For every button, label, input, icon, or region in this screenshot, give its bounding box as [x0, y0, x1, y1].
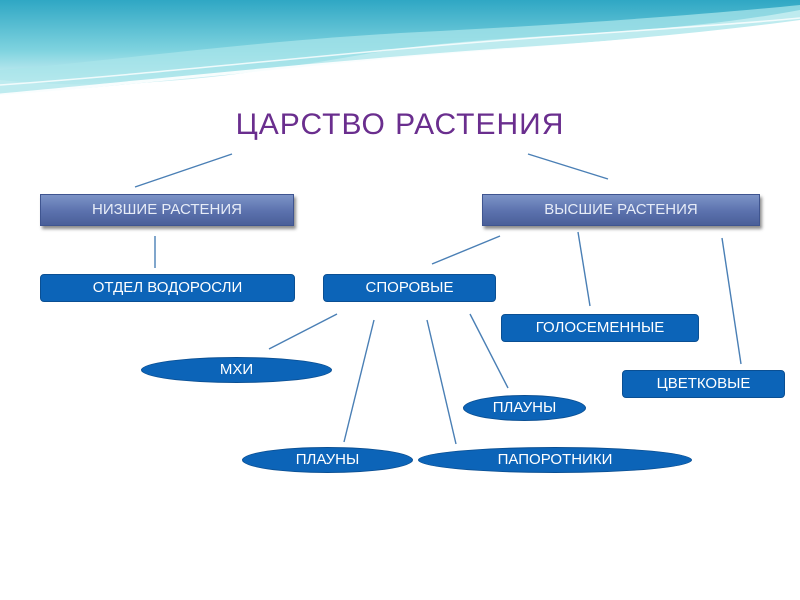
header-wave-decoration — [0, 0, 800, 97]
connector-spore-ferns — [426, 319, 457, 445]
connector-higher-flowering — [721, 237, 742, 365]
node-gymnosperms: ГОЛОСЕМЕННЫЕ — [501, 314, 699, 342]
node-lower-plants: НИЗШИЕ РАСТЕНИЯ — [40, 194, 294, 226]
node-lycopods-right: ПЛАУНЫ — [463, 395, 586, 421]
diagram-title: ЦАРСТВО РАСТЕНИЯ — [235, 108, 565, 141]
node-flowering: ЦВЕТКОВЫЕ — [622, 370, 785, 398]
connector-title-lower — [134, 153, 233, 188]
connector-higher-spore — [431, 235, 501, 265]
connector-spore-mosses — [268, 313, 338, 350]
node-spore-plants: СПОРОВЫЕ — [323, 274, 496, 302]
connector-higher-gymnosperms — [577, 231, 591, 307]
node-lycopods-left: ПЛАУНЫ — [242, 447, 413, 473]
node-algae: ОТДЕЛ ВОДОРОСЛИ — [40, 274, 295, 302]
node-mosses: МХИ — [141, 357, 332, 383]
node-ferns: ПАПОРОТНИКИ — [418, 447, 692, 473]
connector-title-higher — [527, 153, 609, 180]
node-higher-plants: ВЫСШИЕ РАСТЕНИЯ — [482, 194, 760, 226]
connector-spore-lycopods-right — [469, 313, 509, 389]
connector-spore-lycopods-left — [343, 319, 375, 443]
